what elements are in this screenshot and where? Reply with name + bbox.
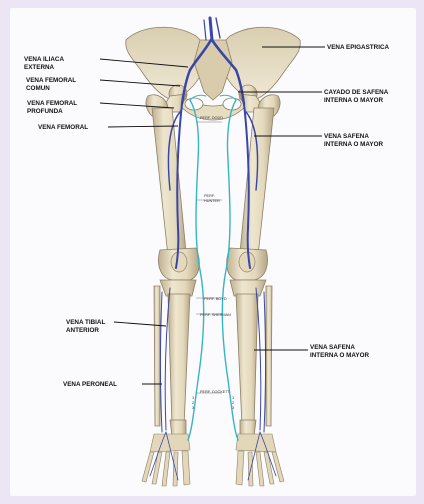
label-perf-sherman: PERF. SHERMAN: [200, 313, 231, 317]
right-medial-malleolus: [240, 420, 256, 436]
right-metatarsals-phalanges: [236, 451, 284, 486]
feet: [142, 434, 284, 486]
label-vena-safena-lower: VENA SAFENA INTERNA O MAYOR: [310, 344, 369, 359]
label-vena-femoral: VENA FEMORAL: [38, 124, 88, 132]
perforator-markers: [196, 122, 222, 393]
right-fibula: [266, 286, 272, 426]
label-vena-iliaca-externa: VENA ILIACA EXTERNA: [24, 56, 64, 71]
right-peroneal-vein: [264, 292, 266, 432]
label-perf-dodd: PERF. DODD: [200, 116, 223, 120]
lower-leg-bones: [154, 280, 272, 436]
left-peroneal-vein: [161, 292, 163, 432]
cockett-marks-right: 1 2 3: [232, 396, 234, 411]
label-vena-peroneal: VENA PERONEAL: [63, 381, 117, 389]
label-perf-cockett: PERF. COCKETT: [200, 390, 230, 394]
left-metatarsals-phalanges: [142, 451, 190, 486]
label-vena-epigastrica: VENA EPIGASTRICA: [327, 44, 389, 52]
label-cayado-de-safena: CAYADO DE SAFENA INTERNA O MAYOR: [324, 89, 388, 104]
inferior-vena-cava: [210, 18, 212, 40]
left-medial-malleolus: [170, 420, 186, 436]
cockett-marks-left: 1 2 3: [192, 396, 194, 411]
right-patella: [239, 252, 255, 272]
label-perf-hunter: PERF. HUNTER: [204, 194, 220, 203]
label-vena-femoral-profunda: VENA FEMORAL PROFUNDA: [27, 100, 77, 115]
label-perf-boyd: PERF. BOYD: [204, 297, 227, 301]
left-tibia-shaft: [168, 294, 190, 426]
left-fibula: [154, 286, 160, 426]
label-vena-tibial-anterior: VENA TIBIAL ANTERIOR: [66, 319, 105, 334]
label-vena-femoral-comun: VENA FEMORAL COMUN: [26, 77, 76, 92]
right-tibia-shaft: [236, 294, 258, 426]
right-iliac-wing: [221, 27, 301, 100]
label-vena-safena-upper: VENA SAFENA INTERNA O MAYOR: [324, 133, 383, 148]
patellae: [171, 252, 255, 272]
left-patella: [171, 252, 187, 272]
sacrum: [194, 40, 232, 100]
